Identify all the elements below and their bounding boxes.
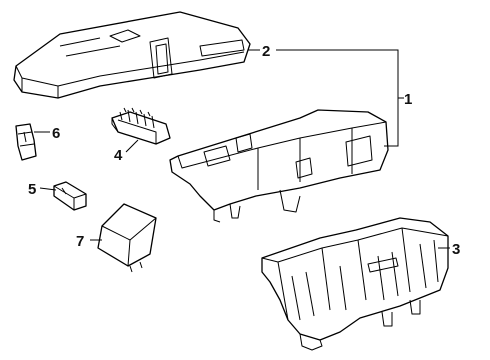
callout-1: 1 bbox=[404, 91, 412, 108]
part-6-clip bbox=[15, 123, 37, 161]
part-3-lower-housing bbox=[261, 217, 449, 351]
part-2-cover bbox=[13, 11, 251, 99]
part-7-relay bbox=[97, 203, 157, 273]
part-1-base bbox=[169, 109, 389, 223]
callout-6: 6 bbox=[52, 125, 60, 142]
callout-4: 4 bbox=[114, 147, 123, 164]
part-4-fuse-block bbox=[111, 107, 171, 145]
callout-7: 7 bbox=[76, 233, 84, 250]
callout-5: 5 bbox=[28, 181, 36, 198]
leader-4 bbox=[125, 139, 139, 153]
part-5-connector bbox=[53, 181, 87, 211]
callout-labels: 1 2 3 4 5 6 7 bbox=[28, 43, 460, 258]
callout-2: 2 bbox=[262, 43, 270, 60]
callout-3: 3 bbox=[452, 241, 460, 258]
leader-lines bbox=[34, 49, 450, 249]
leader-5 bbox=[39, 187, 57, 191]
